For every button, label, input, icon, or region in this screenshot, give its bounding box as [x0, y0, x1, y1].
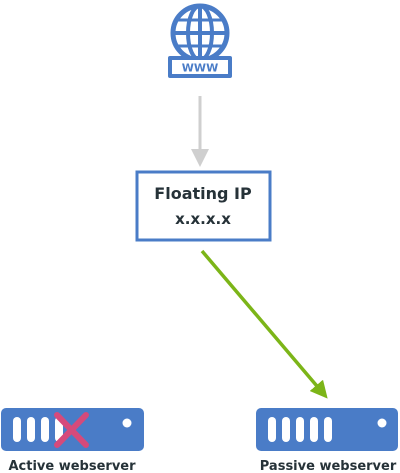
www-label: WWW: [182, 62, 218, 75]
arrow-floating-ip-to-passive: [200, 249, 328, 399]
floating-ip-address: x.x.x.x: [175, 210, 231, 228]
failure-x-icon: [54, 412, 89, 448]
active-server-label: Active webserver: [8, 459, 136, 473]
active-server: Active webserver: [1, 408, 144, 473]
www-badge: WWW: [168, 56, 232, 78]
globe-icon: [170, 3, 230, 63]
passive-server-label: Passive webserver: [260, 459, 397, 473]
passive-server: Passive webserver: [256, 408, 398, 473]
floating-ip-title: Floating IP: [154, 184, 252, 203]
floating-ip-box: Floating IP x.x.x.x: [135, 170, 272, 242]
